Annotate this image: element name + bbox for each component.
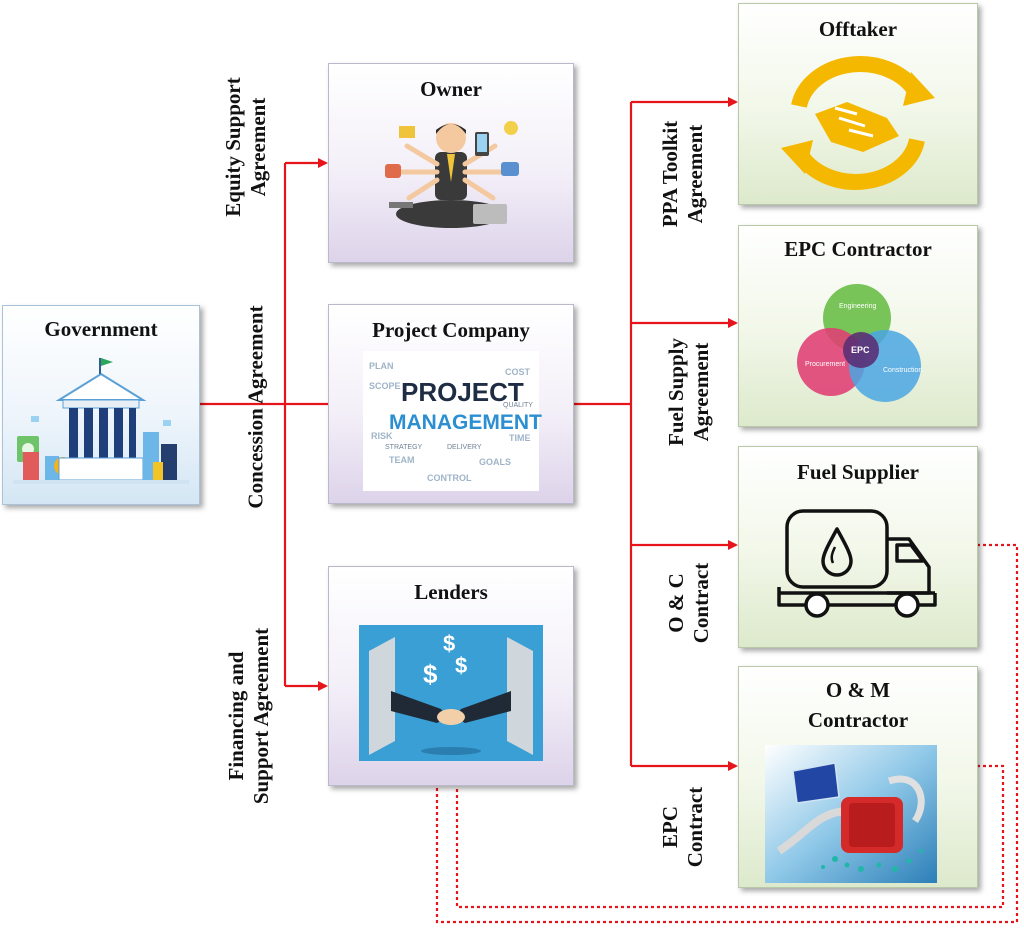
fuel-supply-label-line2: Agreement (689, 342, 713, 442)
lenders-box: Lenders $ $ $ (328, 566, 574, 786)
epc-contractor-title: EPC Contractor (784, 237, 932, 261)
project-company-box: Project Company PLAN SCOPE RISK COST TIME TE… (328, 304, 574, 504)
epc-venn-diagram-icon: Engineering Procurement Construction EPC (797, 284, 922, 402)
om-contractor-box: O & M Contractor (738, 666, 978, 888)
svg-text:TIME: TIME (509, 433, 531, 443)
oc-contract-label: O & C Contract (664, 563, 714, 643)
concession-agreement-label: Concession Agreement (243, 305, 268, 509)
svg-text:PLAN: PLAN (369, 361, 394, 371)
oc-label-line2: Contract (689, 562, 713, 644)
epc-contractor-box: EPC Contractor Engineering Procurement C… (738, 225, 978, 427)
fuel-truck-icon (777, 509, 937, 618)
venn-engineering-label: Engineering (839, 303, 876, 310)
dotted-link-fuel-supplier (435, 543, 1019, 924)
financing-label-line1: Financing and (224, 651, 248, 781)
fuel-supplier-title: Fuel Supplier (797, 460, 919, 484)
epc-label-line2: Contract (683, 786, 707, 868)
venn-center-label: EPC (851, 345, 870, 355)
svg-text:RISK: RISK (371, 431, 393, 441)
equity-label-line1: Equity Support (221, 77, 245, 217)
svg-text:GOALS: GOALS (479, 457, 511, 467)
project-word: PROJECT (401, 377, 524, 407)
owner-title: Owner (420, 77, 482, 101)
government-building-icon (13, 358, 189, 484)
svg-text:COST: COST (505, 367, 531, 377)
management-word: MANAGEMENT (389, 411, 542, 434)
operations-maintenance-icon (765, 745, 937, 883)
svg-text:QUALITY: QUALITY (503, 402, 533, 409)
multitasking-businessman-icon (385, 121, 519, 228)
svg-text:SCOPE: SCOPE (369, 381, 401, 391)
equity-label-line2: Agreement (246, 97, 270, 197)
offtaker-title: Offtaker (818, 17, 898, 41)
handshake-exchange-icon (781, 56, 935, 190)
venn-procurement-label: Procurement (805, 361, 845, 368)
om-contractor-title-line2: Contractor (807, 708, 909, 732)
svg-text:CONTROL: CONTROL (427, 473, 472, 483)
om-contractor-title-line1: O & M (825, 678, 891, 702)
svg-text:DELIVERY: DELIVERY (447, 444, 482, 451)
svg-text:$: $ (455, 653, 467, 678)
government-box: Government (2, 305, 200, 505)
svg-text:STRATEGY: STRATEGY (385, 444, 423, 451)
svg-text:$: $ (443, 631, 455, 656)
financing-label-line2: Support Agreement (249, 627, 273, 805)
fuel-supplier-box: Fuel Supplier (738, 446, 978, 648)
venn-construction-label: Construction (883, 367, 922, 374)
oc-label-line1: O & C (664, 573, 688, 633)
lending-handshake-icon: $ $ $ (359, 625, 543, 761)
project-company-title: Project Company (372, 318, 530, 342)
epc-label-line1: EPC (658, 806, 682, 849)
ppa-label-line2: Agreement (683, 124, 707, 224)
government-title: Government (44, 317, 158, 341)
offtaker-box: Offtaker (738, 3, 978, 205)
epc-contract-label: EPC Contract (658, 787, 708, 867)
ppa-label-line1: PPA Toolkit (658, 120, 682, 228)
equity-support-agreement-label: Equity Support Agreement (221, 77, 271, 216)
svg-text:$: $ (423, 659, 438, 689)
svg-text:TEAM: TEAM (389, 455, 415, 465)
ppa-toolkit-agreement-label: PPA Toolkit Agreement (658, 121, 708, 227)
owner-box: Owner (328, 63, 574, 263)
financing-support-agreement-label: Financing and Support Agreement (224, 628, 274, 804)
lenders-title: Lenders (414, 580, 488, 604)
fuel-supply-agreement-label: Fuel Supply Agreement (664, 338, 714, 446)
fuel-supply-label-line1: Fuel Supply (664, 338, 688, 446)
